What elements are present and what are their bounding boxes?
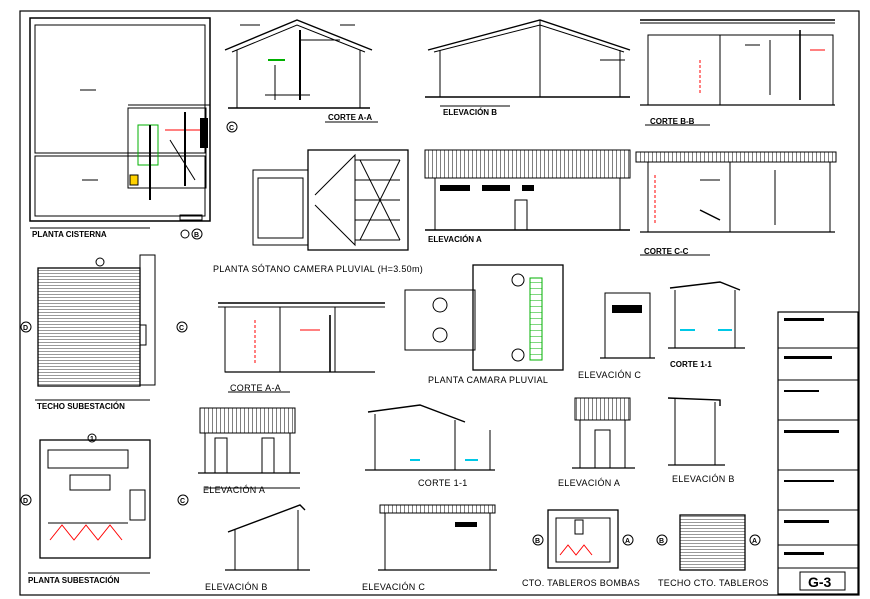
marker-a-2: A xyxy=(752,538,757,545)
elevacion-a-right-view: ELEVACIÓN A xyxy=(558,397,635,488)
marker-b-2: B xyxy=(535,538,540,545)
marker-b-3: B xyxy=(659,538,664,545)
marker-1: 1 xyxy=(90,436,94,443)
label-corte-cc: CORTE C-C xyxy=(644,247,689,256)
planta-cisterna-view: PLANTA CISTERNA xyxy=(29,17,238,240)
label-elevacion-b-top: ELEVACIÓN B xyxy=(443,108,497,117)
elevacion-a-low-view: ELEVACIÓN A xyxy=(198,407,300,495)
corte-aa-top-view: CORTE A-A xyxy=(224,19,378,123)
label-techo-cto-tableros: TECHO CTO. TABLEROS xyxy=(658,578,769,588)
title-block: G-3 xyxy=(777,311,859,595)
marker-d-2: D xyxy=(23,498,28,505)
label-techo-subestacion: TECHO SUBESTACIÓN xyxy=(37,402,125,411)
corte-11-mid-view: CORTE 1-1 xyxy=(668,281,745,369)
label-corte-bb: CORTE B-B xyxy=(650,117,695,126)
marker-c-3: C xyxy=(180,498,185,505)
sheet-frame xyxy=(19,10,860,596)
corte-cc-view: CORTE C-C xyxy=(635,151,837,256)
elevacion-b-bottom-view: ELEVACIÓN B xyxy=(205,504,310,592)
corte-11-low-view: CORTE 1-1 xyxy=(365,404,495,488)
marker-b-1: B xyxy=(194,232,199,239)
label-elevacion-a-top: ELEVACIÓN A xyxy=(428,235,482,244)
marker-a-1: A xyxy=(625,538,630,545)
label-planta-camara: PLANTA CAMARA PLUVIAL xyxy=(428,375,548,385)
marker-c-1: C xyxy=(229,125,234,132)
label-corte-11-low: CORTE 1-1 xyxy=(418,478,468,488)
techo-cto-tableros-view: TECHO CTO. TABLEROS xyxy=(656,514,769,588)
marker-c-2: C xyxy=(179,325,184,332)
label-planta-cisterna: PLANTA CISTERNA xyxy=(32,230,107,239)
label-elevacion-a-low: ELEVACIÓN A xyxy=(203,485,265,495)
label-corte-aa-top: CORTE A-A xyxy=(328,113,372,122)
label-elevacion-b-bottom: ELEVACIÓN B xyxy=(205,582,268,592)
label-planta-sotano: PLANTA SÓTANO CAMERA PLUVIAL (H=3.50m) xyxy=(213,264,423,274)
planta-sotano-view: PLANTA SÓTANO CAMERA PLUVIAL (H=3.50m) xyxy=(213,149,423,274)
label-elevacion-c-bottom: ELEVACIÓN C xyxy=(362,582,425,592)
techo-subestacion-view: TECHO SUBESTACIÓN xyxy=(20,254,188,411)
elevacion-b-top-view: ELEVACIÓN B xyxy=(425,19,631,117)
label-elevacion-b-right: ELEVACIÓN B xyxy=(672,474,735,484)
label-elevacion-a-right: ELEVACIÓN A xyxy=(558,478,620,488)
sheet-number: G-3 xyxy=(808,574,832,590)
elevacion-c-mid-view: ELEVACIÓN C xyxy=(578,292,655,380)
label-corte-11-mid: CORTE 1-1 xyxy=(670,360,712,369)
label-corte-aa-mid: CORTE A-A xyxy=(230,383,281,393)
planta-subestacion-view: PLANTA SUBESTACIÓN xyxy=(20,433,189,585)
label-cto-tableros-bombas: CTO. TABLEROS BOMBAS xyxy=(522,578,640,588)
planta-camara-view: PLANTA CAMARA PLUVIAL xyxy=(404,264,564,385)
label-elevacion-c-mid: ELEVACIÓN C xyxy=(578,370,641,380)
label-planta-subestacion: PLANTA SUBESTACIÓN xyxy=(28,576,120,585)
marker-d-1: D xyxy=(23,325,28,332)
elevacion-b-right-view: ELEVACIÓN B xyxy=(667,397,735,484)
cto-tableros-bombas-view: CTO. TABLEROS BOMBAS xyxy=(522,509,640,588)
corte-aa-mid-view: CORTE A-A xyxy=(218,302,385,393)
corte-bb-view: CORTE B-B xyxy=(640,19,835,126)
elevacion-c-bottom-view: ELEVACIÓN C xyxy=(362,504,497,592)
elevacion-a-top-view: ELEVACIÓN A xyxy=(424,149,631,244)
